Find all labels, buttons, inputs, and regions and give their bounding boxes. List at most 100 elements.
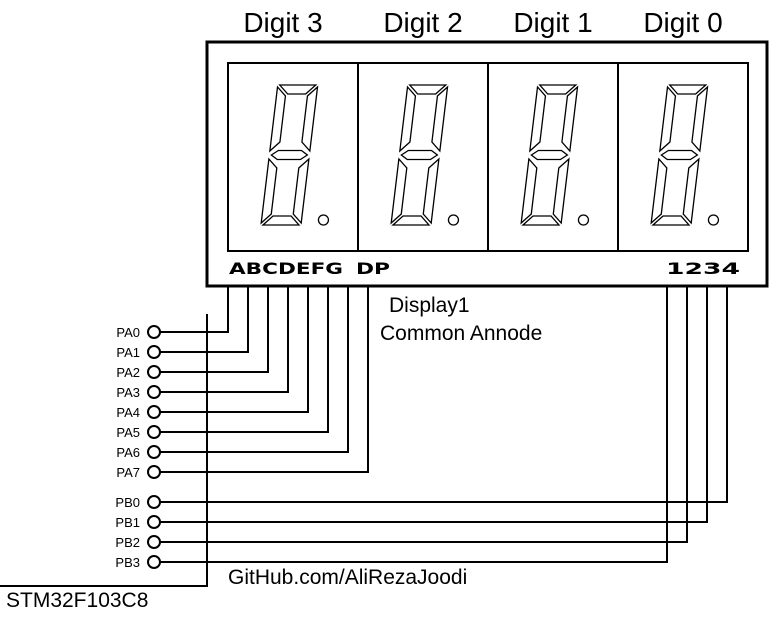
segment-c <box>552 157 570 225</box>
pin-terminal <box>147 345 161 359</box>
pin-terminal <box>147 535 161 549</box>
mcu-pin: PA1 <box>116 345 161 360</box>
pin-terminal <box>147 555 161 569</box>
pin-label: PA5 <box>116 425 140 440</box>
digit-3-title: Digit 3 <box>243 7 322 38</box>
seven-segment-digits <box>260 84 720 226</box>
wire-digit <box>160 286 688 543</box>
mcu-pin: PA4 <box>116 405 161 420</box>
pin-label: PB2 <box>115 535 140 550</box>
segment-a <box>538 84 578 95</box>
pin-label: PB3 <box>115 555 140 570</box>
mcu-pin: PA3 <box>116 385 161 400</box>
segment-c <box>292 157 310 225</box>
digit-1-display <box>520 84 590 226</box>
segment-dp <box>707 214 720 226</box>
wire-segment <box>160 286 229 333</box>
segment-d <box>391 215 431 226</box>
pin-terminal <box>147 405 161 419</box>
pin-terminal <box>147 365 161 379</box>
pin-label: PA1 <box>116 345 140 360</box>
segment-dp <box>447 214 460 226</box>
pin-terminal <box>147 325 161 339</box>
pin-terminal <box>147 465 161 479</box>
wire-segment <box>160 286 369 473</box>
segment-e <box>650 157 668 225</box>
mcu-pin: PB2 <box>115 535 161 550</box>
pin-terminal <box>147 515 161 529</box>
credit-text: GitHub.com/AliRezaJoodi <box>228 566 467 589</box>
digit-1-title: Digit 1 <box>513 7 592 38</box>
digit-0-display <box>650 84 720 226</box>
pin-terminal <box>147 495 161 509</box>
segment-pins-label: ABCDEFG <box>229 259 343 278</box>
segment-dp <box>317 214 330 226</box>
mcu-pin: PA0 <box>116 325 161 340</box>
mcu-pin: PB1 <box>115 515 161 530</box>
segment-g <box>400 149 439 161</box>
segment-b <box>561 85 579 153</box>
segment-f <box>658 85 677 153</box>
wire-segment <box>160 286 289 393</box>
mcu-pin: PA6 <box>116 445 161 460</box>
wires <box>160 286 728 563</box>
wire-segment <box>160 286 249 353</box>
segment-e <box>260 157 278 225</box>
segment-dp <box>577 214 590 226</box>
pin-terminal <box>147 425 161 439</box>
segment-d <box>261 215 301 226</box>
segment-f <box>528 85 547 153</box>
pin-terminal <box>147 445 161 459</box>
segment-g <box>530 149 569 161</box>
pin-label: PA6 <box>116 445 140 460</box>
segment-f <box>398 85 417 153</box>
pin-label: PA4 <box>116 405 140 420</box>
pin-terminal <box>147 385 161 399</box>
segment-c <box>422 157 440 225</box>
segment-g <box>660 149 699 161</box>
segment-c <box>682 157 700 225</box>
mcu-pin: PA7 <box>116 465 161 480</box>
segment-b <box>301 85 319 153</box>
segment-a <box>278 84 318 95</box>
digit-3-display <box>260 84 330 226</box>
mcu-pin: PA2 <box>116 365 161 380</box>
wire-digit <box>160 286 728 503</box>
wire-segment <box>160 286 329 433</box>
pin-label: PA3 <box>116 385 140 400</box>
digit-pins-label: 1234 <box>666 259 740 278</box>
segment-d <box>521 215 561 226</box>
display-body <box>205 40 769 288</box>
mcu-pin: PA5 <box>116 425 161 440</box>
pin-label: PA7 <box>116 465 140 480</box>
digit-2-display <box>390 84 460 226</box>
segment-b <box>691 85 709 153</box>
display-name: Display1 <box>389 294 470 317</box>
dp-pin-label: DP <box>356 259 390 278</box>
pin-label: PA2 <box>116 365 140 380</box>
wire-digit <box>160 286 668 563</box>
mcu-pin: PB3 <box>115 555 161 570</box>
digit-2-title: Digit 2 <box>383 7 462 38</box>
pin-label: PB0 <box>115 495 140 510</box>
wire-segment <box>160 286 349 453</box>
mcu-body-outline <box>0 314 208 587</box>
pin-label: PA0 <box>116 325 140 340</box>
wire-digit <box>160 286 708 523</box>
wire-segment <box>160 286 309 413</box>
pin-label: PB1 <box>115 515 140 530</box>
segment-a <box>668 84 708 95</box>
segment-e <box>520 157 538 225</box>
segment-f <box>268 85 287 153</box>
segment-a <box>408 84 448 95</box>
mcu-pin: PB0 <box>115 495 161 510</box>
display-type: Common Annode <box>380 322 542 345</box>
mcu-name: STM32F103C8 <box>6 589 148 612</box>
segment-b <box>431 85 449 153</box>
segment-d <box>651 215 691 226</box>
digit-0-title: Digit 0 <box>643 7 722 38</box>
segment-e <box>390 157 408 225</box>
